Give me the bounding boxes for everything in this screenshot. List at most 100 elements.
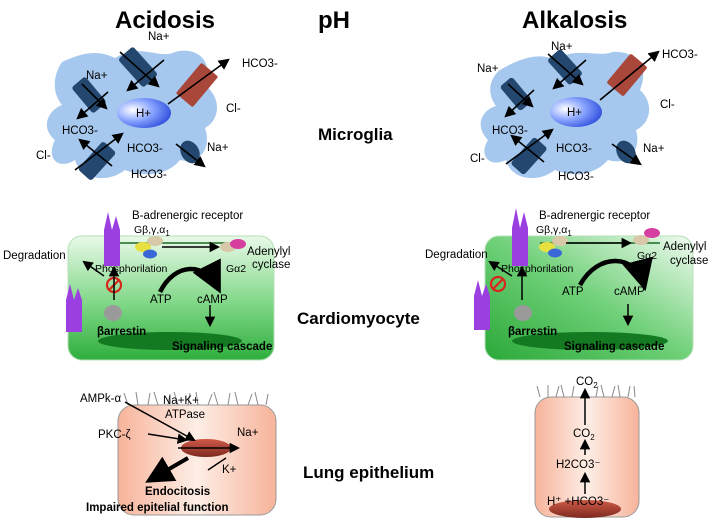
g-beta [135, 242, 151, 252]
impaired-label: Impaired epitelial function [86, 502, 229, 514]
lung-cell [117, 404, 277, 516]
degradation-label: Degradation [425, 249, 488, 261]
adenylyl-cyclase-b [644, 228, 660, 238]
arrow [82, 260, 105, 277]
arrow [547, 53, 584, 86]
g-subunits-label: Gβ,γ,α1 [536, 224, 572, 238]
transporter-bottom-left [511, 137, 547, 175]
pkc-label: PKC-ζ [98, 429, 131, 441]
arrow [510, 134, 545, 163]
arrow [76, 91, 109, 120]
arrow [207, 457, 227, 471]
arrow [611, 143, 642, 166]
hco3-label: HCO3- [662, 49, 698, 61]
adenylyl-label: Adenylyl [247, 246, 290, 258]
header-acidosis: Acidosis [115, 7, 215, 34]
hco3-label: HCO3- [127, 143, 163, 155]
arrow [175, 143, 206, 168]
arrow [505, 128, 554, 165]
bottom-oval [549, 500, 621, 518]
microglia-alkalosis: H+ Na+ Na+ HCO3- Cl- HCO3- HCO3- Cl- Na+… [470, 41, 698, 183]
cl-label: Cl- [660, 99, 675, 111]
nak-label: Na+K+ [163, 395, 199, 407]
receptor-label: B-adrenergic receptor [539, 210, 650, 222]
header-alkalosis: Alkalosis [522, 7, 627, 34]
g-gamma [147, 236, 163, 246]
adenylyl-cyclase-b [230, 239, 246, 249]
arrow [145, 456, 190, 483]
g-gamma [552, 236, 568, 246]
adenylyl-label: Adenylyl [663, 241, 706, 253]
arrow [81, 83, 108, 110]
h-hco3-label: H⁺ +HCO3⁻ [547, 496, 609, 508]
h-plus-nucleus [117, 98, 171, 128]
transporter-bottom-left [78, 142, 116, 180]
atp-camp-arrow [578, 256, 653, 292]
cl-label: Cl- [226, 103, 241, 115]
cilia [536, 384, 636, 398]
na-label: Na+ [551, 41, 573, 53]
barrestin-blob [514, 305, 532, 321]
hco3-label: HCO3- [131, 169, 167, 181]
header-ph: pH [318, 7, 350, 34]
g-alpha [548, 248, 562, 258]
hco3-label: HCO3- [492, 125, 528, 137]
hco3-label: HCO3- [556, 143, 592, 155]
arrow [488, 260, 513, 277]
galpha2-label: Gα2 [637, 250, 657, 262]
arrow [78, 138, 113, 167]
na-label: Na+ [237, 427, 259, 439]
g-alpha [143, 249, 157, 259]
phosphorylation-label: Phosphorilation [95, 263, 168, 275]
atp-label: ATP [150, 294, 172, 306]
lung-epithelium-alkalosis: CO2 CO2 H2CO3⁻ H⁺ +HCO3⁻ [534, 376, 640, 518]
atp-camp-arrow [157, 258, 221, 294]
na-label: Na+ [148, 31, 170, 43]
arrow [599, 50, 660, 101]
arrow [504, 89, 535, 118]
transporter-red [176, 63, 218, 107]
cl-label: Cl- [36, 150, 51, 162]
h-plus-label: H+ [567, 107, 582, 119]
arrow [126, 59, 165, 92]
degradation-label: Degradation [3, 250, 66, 262]
cl-label: Cl- [470, 153, 485, 165]
co2-top-label: CO2 [576, 376, 598, 390]
arrow [552, 59, 587, 90]
co2-mid-label: CO2 [573, 428, 595, 442]
barrestin-label: βarrestin [508, 326, 557, 338]
microglia-acidosis: H+ Na+ HCO3- Na+ Cl- HCO3- HCO3- Cl- Na+… [36, 31, 278, 181]
arrow [507, 83, 534, 108]
galpha2-label: Gα2 [226, 263, 246, 275]
lung-epithelium-acidosis: AMPk-α Na+K+ ATPase PKC-ζ Na+ K+ Endocit… [80, 391, 277, 516]
h-plus-nucleus [550, 97, 602, 127]
section-cardiomyocyte: Cardiomyocyte [297, 309, 420, 328]
hco3-label: HCO3- [558, 171, 594, 183]
cyclase-label: cyclase [252, 259, 290, 271]
atpase-label: ATPase [165, 409, 205, 421]
g-subunits-label: Gβ,γ,α1 [134, 224, 170, 238]
hco3-label: HCO3- [62, 125, 98, 137]
arrow [119, 51, 160, 88]
signaling-cascade-bar [512, 332, 668, 350]
cyclase-label: cyclase [670, 255, 708, 267]
degraded-receptor [66, 284, 82, 332]
phosphorylation-label: Phosphorilation [501, 263, 574, 275]
cardiomyocyte-alkalosis: B-adrenergic receptor Gβ,γ,α1 Adenylyl c… [425, 208, 708, 361]
section-lung-epithelium: Lung epithelium [303, 463, 434, 482]
arrow [147, 433, 189, 444]
na-label: Na+ [643, 143, 665, 155]
h-plus-label: H+ [136, 108, 151, 120]
atp-label: ATP [562, 286, 584, 298]
signaling-label: Signaling cascade [564, 341, 664, 353]
na-label: Na+ [477, 63, 499, 75]
camp-label: cAMP [197, 294, 228, 306]
inhibition-icon [489, 275, 507, 293]
cardiomyocyte-acidosis: B-adrenergic receptor Gβ,γ,α1 Adenylyl c… [3, 210, 290, 361]
ampk-label: AMPk-α [80, 393, 122, 405]
b-adrenergic-receptor [512, 208, 528, 266]
camp-label: cAMP [614, 286, 645, 298]
adenylyl-cyclase-a [633, 235, 649, 245]
endocitosis-label: Endocitosis [145, 486, 210, 498]
